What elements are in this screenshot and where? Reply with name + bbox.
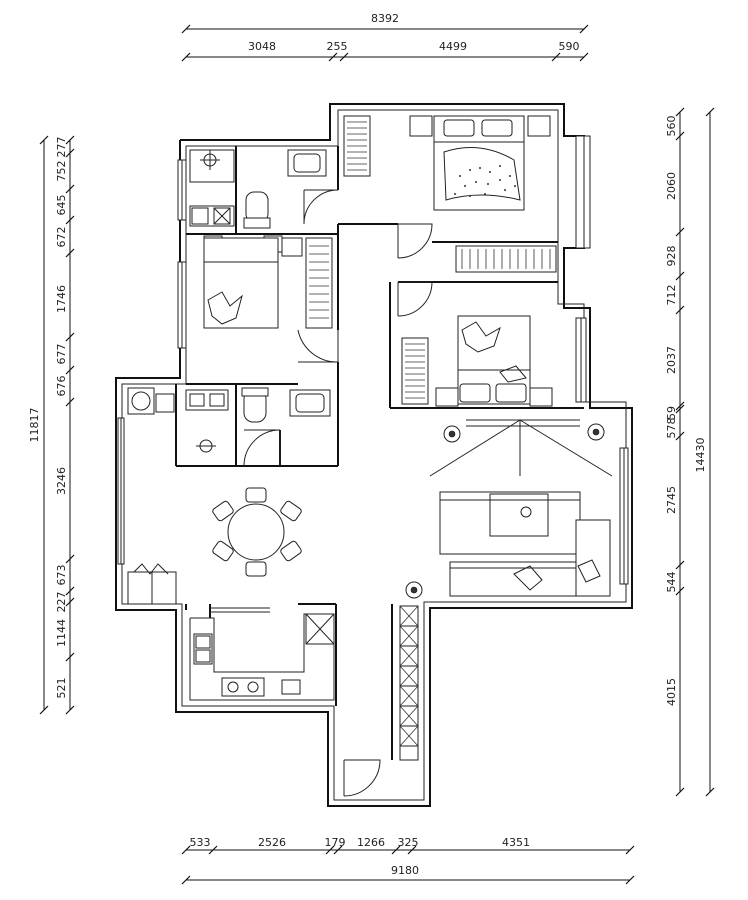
- doors: [210, 189, 433, 797]
- dim-top-seg-2: 255: [327, 40, 348, 53]
- dim-left-seg-5: 1746: [55, 285, 68, 313]
- dim-bottom-seg-5: 325: [398, 836, 419, 849]
- dim-right-seg-5: 2037: [665, 346, 678, 374]
- dim-top-total-label: 8392: [371, 12, 399, 25]
- dim-left-seg-3: 645: [55, 195, 68, 216]
- dim-left-seg-10: 227: [55, 592, 68, 613]
- dim-left-seg-2: 752: [55, 161, 68, 182]
- bedroom-right: [401, 315, 553, 407]
- dim-bottom-seg-1: 533: [190, 836, 211, 849]
- dim-left-seg-6: 677: [55, 344, 68, 365]
- dim-right-seg-1: 560: [665, 116, 678, 137]
- round-dining-table: [227, 503, 285, 561]
- dim-right-seg-8: 2745: [665, 486, 678, 514]
- nightstand-b3-right: [529, 387, 553, 407]
- dim-top-seg-3: 4499: [439, 40, 467, 53]
- bathroom-top: [189, 149, 327, 229]
- dimension-right-total: 14430: [694, 107, 715, 797]
- dim-right-seg-9: 544: [665, 572, 678, 593]
- dim-left-total-label: 11817: [28, 408, 41, 443]
- dim-right-seg-3: 928: [665, 246, 678, 267]
- dim-bottom-seg-3: 179: [325, 836, 346, 849]
- dim-bottom-seg-2: 2526: [258, 836, 286, 849]
- potted-plant-floor: [405, 581, 423, 599]
- potted-plant-right: [587, 423, 605, 441]
- bedroom-left: [203, 235, 333, 329]
- dimension-right-segments: 560 2060 928 712 2037 59 578 2745 544 40…: [665, 107, 685, 797]
- nightstand-right: [527, 115, 551, 137]
- dimension-top-segments: 3048 255 4499 590: [181, 40, 589, 62]
- dim-top-seg-1: 3048: [248, 40, 276, 53]
- dim-left-seg-8: 3246: [55, 467, 68, 495]
- potted-plant-left: [443, 425, 461, 443]
- dim-right-seg-10: 4015: [665, 678, 678, 706]
- windows: [117, 135, 629, 585]
- dim-left-seg-4: 672: [55, 227, 68, 248]
- living-room: [405, 419, 613, 599]
- dim-bottom-seg-6: 4351: [502, 836, 530, 849]
- dimension-left-total: 11817: [28, 135, 49, 715]
- dim-right-seg-2: 2060: [665, 172, 678, 200]
- dim-right-total-label: 14430: [694, 438, 707, 473]
- dim-right-seg-4: 712: [665, 285, 678, 306]
- double-bed-left: [203, 237, 279, 329]
- dim-left-seg-12: 521: [55, 678, 68, 699]
- dim-top-seg-4: 590: [559, 40, 580, 53]
- wardrobe-master-bottom: [455, 245, 557, 273]
- dim-left-seg-7: 676: [55, 376, 68, 397]
- dimension-top-total: 8392: [181, 12, 589, 34]
- dimension-left-segments: 277 752 645 672 1746 677 676 3246 673 22…: [55, 135, 75, 715]
- dim-left-seg-1: 277: [55, 137, 68, 158]
- kitchen: [189, 613, 335, 701]
- dimension-bottom-total: 9180: [181, 864, 635, 885]
- shelf-2: [155, 393, 175, 413]
- dim-right-seg-7: 578: [665, 418, 678, 439]
- shoe-cabinet: [399, 605, 419, 761]
- wardrobe-left: [305, 237, 333, 329]
- nightstand-b3-left: [435, 387, 459, 407]
- dim-left-seg-11: 1144: [55, 619, 68, 647]
- desk-left: [281, 237, 303, 257]
- exterior-walls: [115, 103, 633, 807]
- dim-left-seg-9: 673: [55, 565, 68, 586]
- wardrobe-b3: [401, 337, 429, 405]
- master-bedroom: [343, 115, 557, 273]
- dining-area: [127, 487, 302, 605]
- dim-right-seg-6: 59: [665, 406, 678, 420]
- nightstand-left: [409, 115, 433, 137]
- bathroom-middle: [127, 387, 331, 453]
- dim-bottom-total-label: 9180: [391, 864, 419, 877]
- dimension-bottom-segments: 533 2526 179 1266 325 4351: [181, 836, 635, 855]
- dim-bottom-seg-4: 1266: [357, 836, 385, 849]
